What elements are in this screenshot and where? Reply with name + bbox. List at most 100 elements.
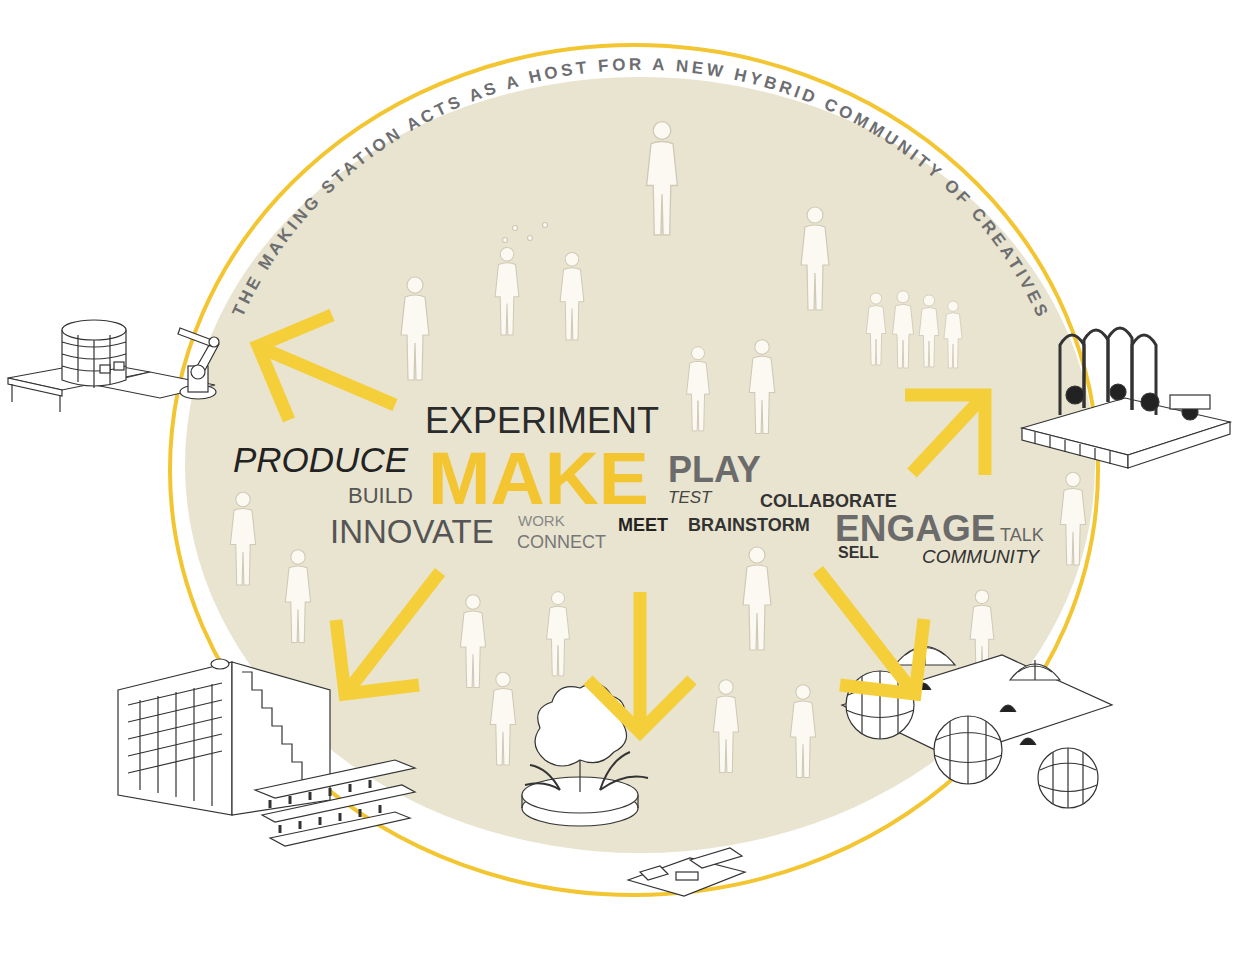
tree-blob xyxy=(1141,393,1159,411)
keyword: BUILD xyxy=(348,485,413,507)
beige-ellipse xyxy=(185,77,1095,853)
keyword: ENGAGE xyxy=(835,510,995,547)
box xyxy=(114,362,124,370)
bubble xyxy=(503,238,508,243)
coffee-table xyxy=(676,872,698,880)
dome xyxy=(1010,660,1060,680)
robot-joint xyxy=(209,337,219,347)
planter-top xyxy=(522,777,638,813)
person-figure xyxy=(647,122,678,235)
curved-heading: THE MAKING STATION ACTS AS A HOST FOR A … xyxy=(229,55,1052,319)
arrow-shaft xyxy=(818,570,910,688)
robot-arm xyxy=(196,340,219,372)
workbench xyxy=(8,362,150,390)
person-figure xyxy=(460,595,485,688)
arch xyxy=(1084,330,1108,408)
keyword: PRODUCE xyxy=(233,442,408,477)
platform-top xyxy=(1022,398,1230,455)
keyword: SELL xyxy=(838,545,879,561)
dome-hatch xyxy=(905,640,945,665)
tree-trunk xyxy=(579,760,580,792)
dome-shell xyxy=(1038,748,1098,808)
keyword: INNOVATE xyxy=(330,515,494,548)
lounge-floor xyxy=(628,858,745,896)
person-figure xyxy=(743,547,771,650)
person-figure xyxy=(560,252,584,340)
keyword: EXPERIMENT xyxy=(425,403,659,439)
dome-hatch xyxy=(934,716,1002,784)
plant xyxy=(915,683,1036,745)
keyword: WORK xyxy=(518,513,565,528)
person-figure xyxy=(490,672,515,765)
person-figure xyxy=(749,340,774,434)
platform-side xyxy=(1022,428,1128,468)
dome-shell xyxy=(1010,664,1060,680)
sofa xyxy=(690,848,742,868)
bubble xyxy=(513,226,518,231)
arrow-head xyxy=(840,619,924,694)
person-figure xyxy=(1060,472,1085,565)
keyword: TEST xyxy=(668,489,711,506)
keyword: MAKE xyxy=(428,441,649,516)
person-figure xyxy=(713,680,738,773)
curved-heading-path: THE MAKING STATION ACTS AS A HOST FOR A … xyxy=(229,55,1052,319)
desk-row xyxy=(255,760,415,798)
person-figure xyxy=(944,301,962,368)
arrow-shaft xyxy=(264,349,395,405)
workbench xyxy=(95,372,215,398)
person-figure xyxy=(495,247,519,335)
dome-shell xyxy=(846,671,914,739)
robot-workshop-illustration xyxy=(8,320,219,412)
dome-shell xyxy=(934,716,1002,784)
arch xyxy=(1132,335,1156,415)
dome-hatch xyxy=(846,671,914,739)
arrow-head xyxy=(588,680,692,732)
arrow-head xyxy=(336,620,419,694)
pavilion-illustration xyxy=(1022,328,1230,468)
people-figures xyxy=(230,122,1085,778)
planter-wall xyxy=(522,795,638,808)
keyword: COMMUNITY xyxy=(922,547,1039,566)
dome-hatch xyxy=(1039,748,1097,808)
dome xyxy=(846,671,914,739)
arch xyxy=(1060,335,1084,415)
platform-side xyxy=(1128,422,1230,468)
keyword: MEET xyxy=(618,516,668,534)
palm-leaves xyxy=(525,752,648,790)
person-figure xyxy=(893,291,914,368)
tree-blob xyxy=(1182,404,1198,420)
arrow-shaft xyxy=(634,592,647,725)
box xyxy=(100,365,110,373)
arrow-head xyxy=(258,315,332,420)
stepped-seating xyxy=(242,672,320,780)
person-figure xyxy=(919,295,939,367)
bubble xyxy=(543,223,548,228)
bubble xyxy=(528,236,533,241)
dome-hatch xyxy=(1018,660,1052,680)
dome-roof xyxy=(211,659,229,669)
tree-blob xyxy=(1066,386,1084,404)
brick-lines xyxy=(62,335,126,388)
bench-leg xyxy=(145,374,146,392)
person-figure xyxy=(230,492,255,585)
keyword: TALK xyxy=(1000,526,1044,544)
arch xyxy=(1108,328,1132,410)
window-grid xyxy=(128,683,222,806)
brick-tower-top xyxy=(62,320,126,340)
dome xyxy=(1038,748,1098,808)
dome-shell xyxy=(895,647,955,666)
person-figure xyxy=(970,590,994,678)
desk-row xyxy=(270,812,410,846)
desk-row xyxy=(262,785,415,822)
tree-canopy xyxy=(535,684,626,767)
office-building-illustration xyxy=(118,659,415,846)
keyword: BRAINSTORM xyxy=(688,516,810,534)
lounge-illustration xyxy=(522,684,745,897)
person-figure xyxy=(285,550,310,643)
robot-column xyxy=(188,366,208,392)
keyword: COLLABORATE xyxy=(760,492,897,510)
platform-slats xyxy=(1035,432,1110,464)
bench-leg xyxy=(11,384,12,402)
